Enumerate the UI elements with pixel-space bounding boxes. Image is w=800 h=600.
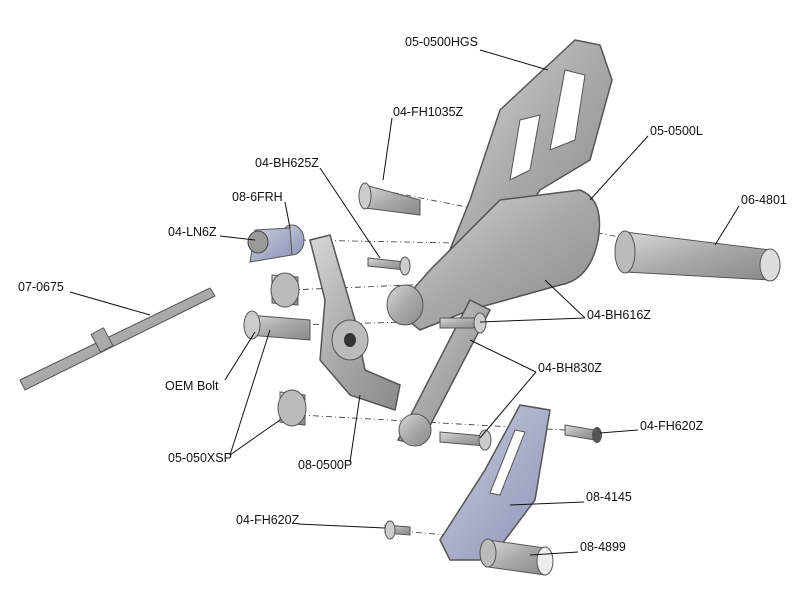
- label-06-4801: 06-4801: [741, 193, 787, 207]
- label-04-FH1035Z: 04-FH1035Z: [393, 105, 464, 119]
- label-04-BH830Z: 04-BH830Z: [538, 361, 602, 375]
- label-04-BH616Z: 04-BH616Z: [587, 308, 651, 322]
- label-04-FH620Z-left: 04-FH620Z: [236, 513, 300, 527]
- label-05-0500HGS: 05-0500HGS: [405, 35, 478, 49]
- label-04-FH620Z-right: 04-FH620Z: [640, 419, 704, 433]
- sleeve-part: [487, 539, 546, 576]
- label-05-0500L: 05-0500L: [650, 124, 703, 138]
- label-oem-bolt: OEM Bolt: [165, 379, 219, 393]
- label-04-LN6Z: 04-LN6Z: [168, 225, 217, 239]
- main-plate-part: [393, 189, 601, 331]
- label-08-4899: 08-4899: [580, 540, 626, 554]
- label-08-4145: 08-4145: [586, 490, 632, 504]
- label-04-BH625Z: 04-BH625Z: [255, 156, 319, 170]
- label-07-0675: 07-0675: [18, 280, 64, 294]
- footpeg-part: [624, 231, 771, 281]
- leader-lines: [69, 49, 740, 556]
- label-08-6FRH: 08-6FRH: [232, 190, 283, 204]
- label-05-050XSP: 05-050XSP: [168, 451, 232, 465]
- label-08-0500P: 08-0500P: [298, 458, 353, 472]
- rod-part: [19, 287, 216, 391]
